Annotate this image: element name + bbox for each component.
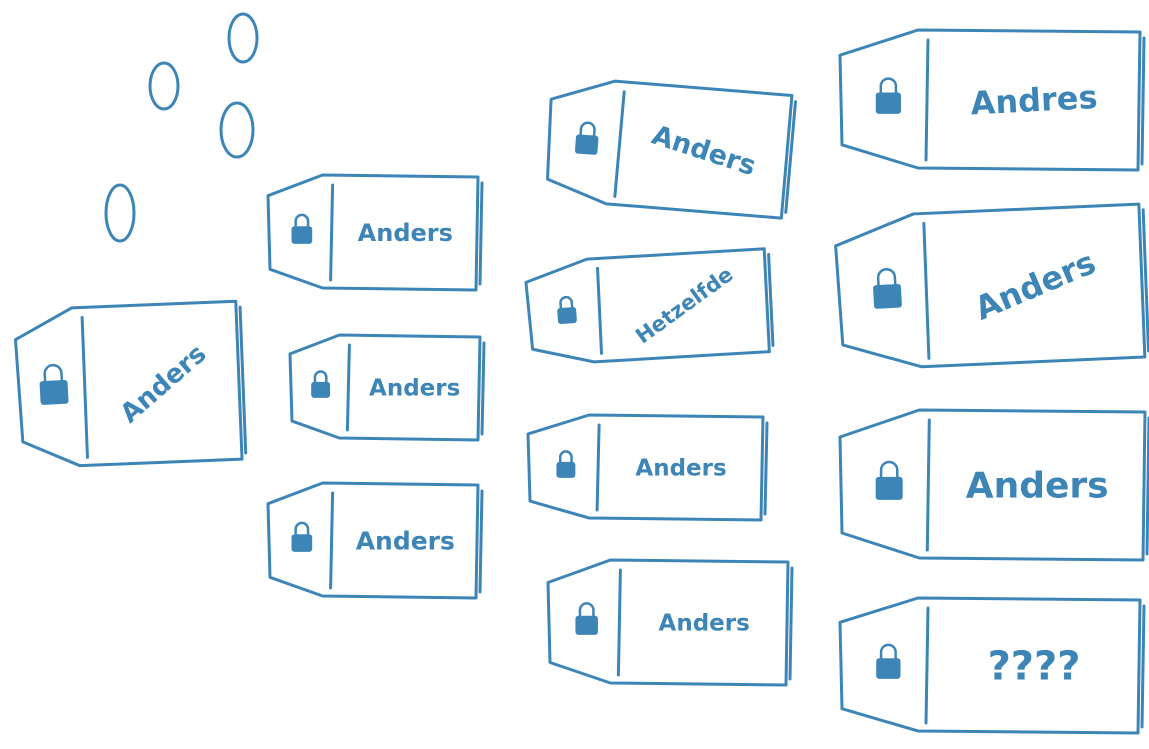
tag-label: Andres	[970, 78, 1099, 123]
bubble	[221, 103, 253, 157]
name-tag: Anders	[840, 410, 1149, 560]
tag-label: Anders	[115, 339, 213, 429]
tag-edge	[480, 491, 482, 592]
name-tag: Anders	[528, 415, 767, 520]
tag-divider	[926, 608, 928, 723]
tag-divider	[331, 185, 333, 280]
tag-divider	[80, 317, 89, 457]
tags-layer: AndersAndersAndersAndersAndersHetzelfdeA…	[14, 30, 1149, 733]
lock-icon	[292, 523, 313, 552]
tag-label: Hetzelfde	[631, 262, 737, 348]
tag-edge	[765, 423, 767, 514]
name-tag: Anders	[544, 77, 796, 219]
tag-edge	[790, 568, 792, 679]
name-tag: Anders	[14, 299, 248, 471]
tag-edge	[482, 343, 484, 434]
tag-label: Anders	[648, 120, 759, 183]
tag-edge	[1142, 606, 1144, 727]
tag-label: Anders	[969, 243, 1101, 328]
lock-icon	[876, 645, 900, 679]
tag-divider	[922, 223, 931, 358]
name-tag: Hetzelfde	[525, 246, 776, 368]
tag-label: ????	[988, 644, 1081, 690]
tag-edge	[1142, 38, 1144, 164]
tag-divider	[596, 268, 604, 353]
bubble	[229, 14, 257, 62]
tag-divider	[615, 92, 624, 197]
name-tag: Anders	[290, 335, 484, 440]
tag-label: Anders	[966, 466, 1109, 507]
lock-icon	[876, 462, 903, 500]
tag-divider	[926, 40, 928, 160]
name-tag: Anders	[548, 560, 792, 685]
tag-divider	[347, 345, 349, 430]
name-tag: Anders	[268, 483, 482, 598]
lock-icon	[292, 215, 313, 244]
tag-label: Anders	[659, 611, 750, 637]
name-tag: Anders	[834, 202, 1149, 373]
lock-icon	[876, 79, 901, 114]
tag-divider	[597, 425, 599, 510]
lock-icon	[556, 296, 577, 324]
tag-divider	[331, 493, 333, 588]
tag-label: Anders	[358, 219, 453, 247]
tag-label: Anders	[635, 456, 726, 482]
bubble	[106, 185, 134, 241]
name-tag: Anders	[268, 175, 482, 290]
lock-icon	[575, 603, 598, 635]
lock-icon	[311, 371, 330, 397]
name-tag: ????	[840, 598, 1144, 733]
tag-divider	[618, 570, 620, 675]
name-tag: Andres	[840, 30, 1144, 170]
tag-edge	[480, 183, 482, 284]
tag-label: Anders	[356, 526, 455, 555]
bubble	[150, 63, 178, 109]
tag-divider	[927, 420, 929, 550]
bubbles	[106, 14, 257, 241]
lock-icon	[39, 364, 69, 405]
lock-icon	[556, 451, 575, 477]
lock-icon	[575, 122, 600, 155]
tag-label: Anders	[369, 376, 460, 402]
lock-icon	[872, 268, 902, 308]
